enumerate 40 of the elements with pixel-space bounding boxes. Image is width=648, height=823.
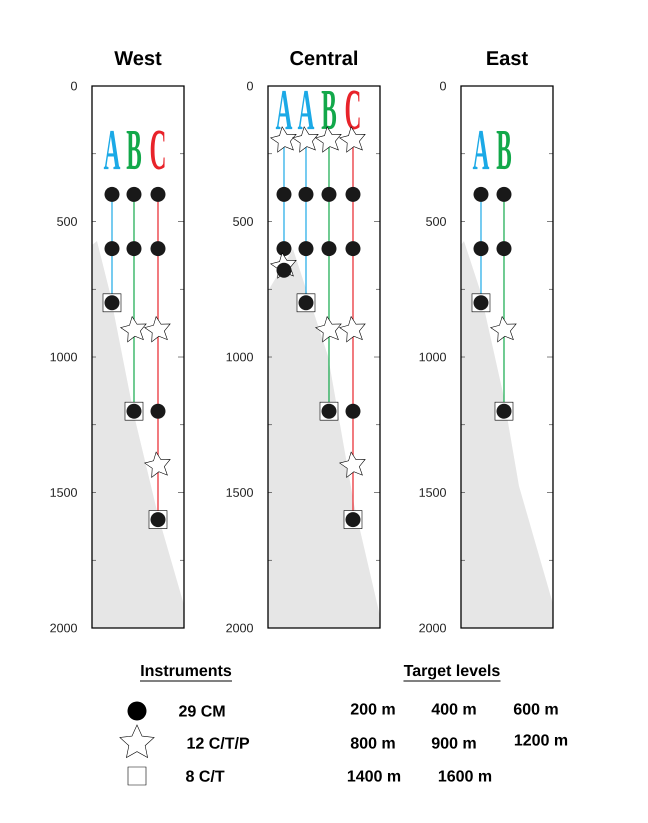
level-text: 1400 m xyxy=(348,770,400,782)
mooring-letter: B xyxy=(496,130,512,170)
mooring-letter: A xyxy=(298,90,314,130)
depth-label: 1000 xyxy=(226,352,253,362)
mooring-letter: A xyxy=(276,90,292,130)
mooring-letter: B xyxy=(322,90,336,130)
depth-label: 2000 xyxy=(226,624,253,632)
legend-text: 12 C/T/P xyxy=(188,737,250,749)
depth-label: 0 xyxy=(247,82,253,90)
depth-label: 1500 xyxy=(226,488,253,497)
depth-label: 0 xyxy=(440,82,446,90)
legend-text: 29 CM xyxy=(179,705,225,717)
panel-title: West xyxy=(114,51,162,66)
depth-label: 0 xyxy=(71,82,77,90)
panel-title: East xyxy=(487,51,528,66)
depth-label: 1000 xyxy=(420,352,446,362)
legend-text: 8 C/T xyxy=(186,770,224,782)
level-text: 800 m xyxy=(350,737,395,749)
level-text: 900 m xyxy=(432,737,476,749)
depth-label: 1500 xyxy=(50,488,77,497)
level-text: 1200 m xyxy=(514,734,568,746)
level-text: 200 m xyxy=(350,703,395,715)
section-heading: Target levels xyxy=(403,664,501,682)
level-text: 600 m xyxy=(514,703,558,715)
depth-label: 500 xyxy=(57,217,77,226)
depth-label: 500 xyxy=(426,217,446,226)
mooring-letter: A xyxy=(472,130,490,170)
mooring-letter: B xyxy=(126,130,142,170)
section-heading: Instruments xyxy=(140,665,232,682)
depth-label: 2000 xyxy=(50,624,77,632)
mooring-letter: A xyxy=(104,130,120,170)
level-text: 400 m xyxy=(432,703,476,715)
depth-label: 2000 xyxy=(419,624,446,632)
level-text: 1600 m xyxy=(438,770,492,782)
depth-label: 500 xyxy=(233,217,253,226)
panel-title: Central xyxy=(290,50,358,66)
mooring-letter: C xyxy=(150,130,165,170)
mooring-letter: C xyxy=(346,90,360,130)
depth-label: 1000 xyxy=(50,352,77,362)
depth-label: 1500 xyxy=(420,488,446,497)
